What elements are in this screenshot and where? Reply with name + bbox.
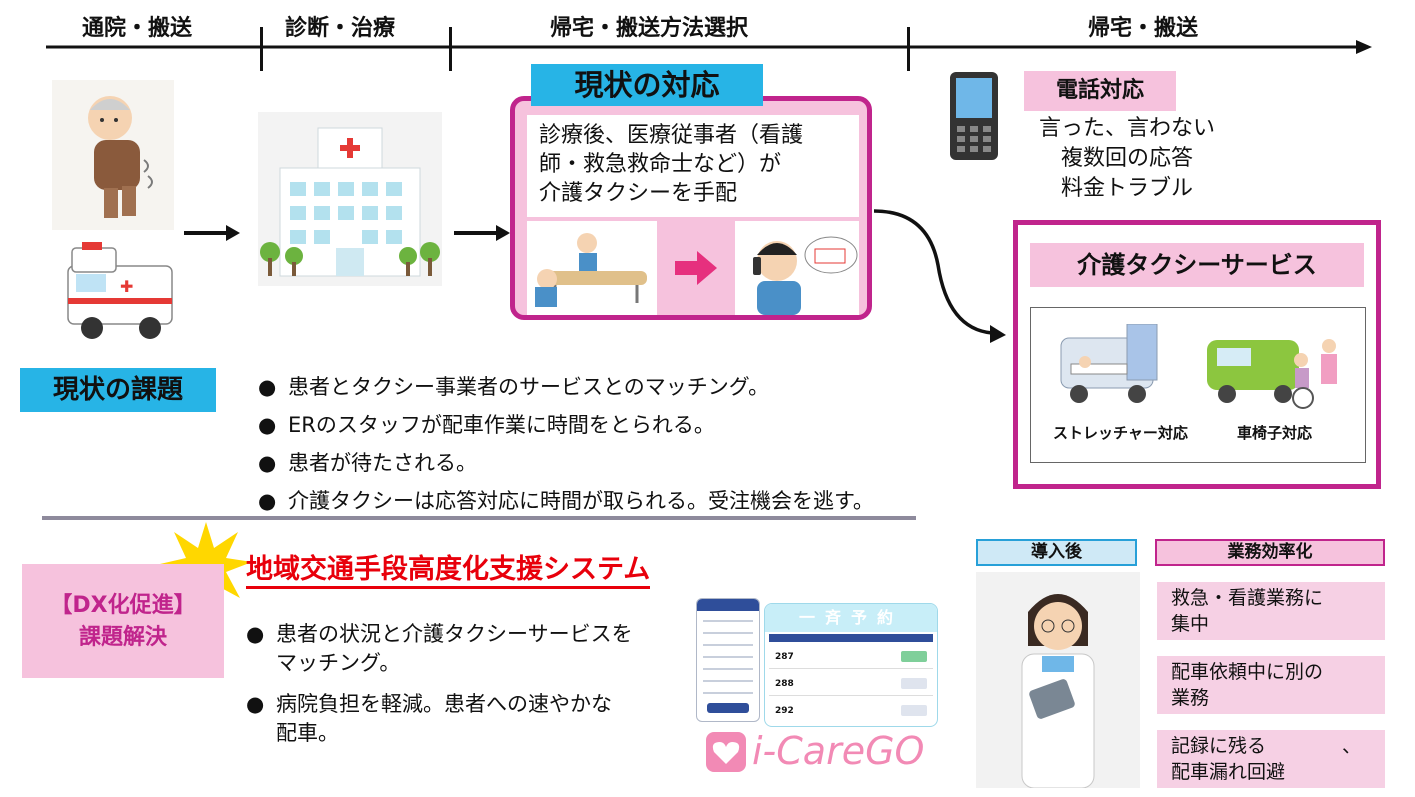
phone-issue-line: 言った、言わない xyxy=(1038,116,1215,141)
curved-flow-arrow xyxy=(873,209,1006,343)
benefit-line: 記録に残る 、 xyxy=(1171,735,1362,757)
care-taxi-service-box: 介護タクシーサービス ストレッチャー対応 車椅子対応 xyxy=(1013,220,1381,489)
current-issues-label: 現状の課題 xyxy=(20,368,216,412)
dx-item-line: 患者の状況と介護タクシーサービスを xyxy=(276,622,633,646)
current-response-line: 診療後、医療従事者（看護 xyxy=(539,123,804,148)
stretcher-transport-illustration xyxy=(527,221,657,315)
carego-heart-logo-icon xyxy=(706,732,746,772)
current-response-text: 診療後、医療従事者（看護 師・救急救命士など）が 介護タクシーを手配 xyxy=(527,115,859,217)
dx-benefit-list: 患者の状況と介護タクシーサービスを マッチング。 病院負担を軽減。患者への速やか… xyxy=(246,620,633,748)
efficiency-label: 業務効率化 xyxy=(1155,539,1385,566)
after-introduction-label: 導入後 xyxy=(976,539,1137,566)
row-id: 287 xyxy=(775,652,794,662)
wheelchair-van-illustration xyxy=(1207,339,1337,409)
dx-item: 病院負担を軽減。患者への速やかな 配車。 xyxy=(246,690,633,748)
flow-arrow xyxy=(184,225,240,241)
benefit-line: 救急・看護業務に xyxy=(1171,587,1324,609)
phase-label: 帰宅・搬送方法選択 xyxy=(550,16,749,41)
timeline-tick xyxy=(260,27,263,71)
flow-arrow xyxy=(454,225,510,241)
svg-text:✚: ✚ xyxy=(120,277,133,296)
phone-response-title: 電話対応 xyxy=(1024,71,1176,111)
phone-response-issues: 言った、言わない 複数回の応答 料金トラブル xyxy=(1020,114,1234,204)
dx-label-line: 【DX化促進】 xyxy=(50,593,196,618)
current-response-title: 現状の対応 xyxy=(531,64,763,106)
efficiency-benefit: 配車依頼中に別の 業務 xyxy=(1157,656,1385,714)
section-divider xyxy=(42,516,916,520)
right-arrow-icon xyxy=(675,251,717,285)
current-response-box: 診療後、医療従事者（看護 師・救急救命士など）が 介護タクシーを手配 xyxy=(510,96,872,320)
issue-item: ERのスタッフが配車作業に時間をとられる。 xyxy=(258,406,874,444)
elderly-patient-illustration xyxy=(52,80,174,230)
reservation-row: 292 xyxy=(769,700,933,722)
phase-label: 帰宅・搬送 xyxy=(1088,16,1199,41)
benefit-line: 集中 xyxy=(1171,613,1210,635)
mobile-phone-icon xyxy=(950,72,998,160)
dx-item-line: 配車。 xyxy=(276,721,339,745)
timeline-tick xyxy=(907,27,910,71)
app-phone-screen xyxy=(696,598,760,722)
phase-label: 通院・搬送 xyxy=(82,16,193,41)
efficiency-benefit: 救急・看護業務に 集中 xyxy=(1157,582,1385,640)
current-issues-list: 患者とタクシー事業者のサービスとのマッチング。 ERのスタッフが配車作業に時間を… xyxy=(258,368,874,520)
benefit-line: 配車漏れ回避 xyxy=(1171,761,1286,783)
issue-item: 患者とタクシー事業者のサービスとのマッチング。 xyxy=(258,368,874,406)
wheelchair-label: 車椅子対応 xyxy=(1237,424,1313,442)
timeline-tick xyxy=(449,27,452,71)
benefit-line: 配車依頼中に別の xyxy=(1171,661,1324,683)
timeline-axis xyxy=(46,40,1372,54)
reservation-row: 287 xyxy=(769,646,933,669)
staff-phone-call-illustration xyxy=(735,221,859,315)
app-form-lines xyxy=(703,620,753,713)
phase-label: 診断・治療 xyxy=(285,16,396,41)
dx-item: 患者の状況と介護タクシーサービスを マッチング。 xyxy=(246,620,633,678)
dx-label-line: 課題解決 xyxy=(78,625,167,650)
nurse-tablet-illustration xyxy=(976,572,1140,788)
dx-item-line: 病院負担を軽減。患者への速やかな xyxy=(276,692,612,716)
ambulance-illustration: ✚ xyxy=(67,242,173,339)
care-taxi-types-panel: ストレッチャー対応 車椅子対応 xyxy=(1030,307,1366,463)
benefit-line: 業務 xyxy=(1171,687,1210,709)
reservation-row: 288 xyxy=(769,673,933,696)
dx-item-line: マッチング。 xyxy=(276,651,401,675)
row-id: 292 xyxy=(775,706,794,716)
efficiency-benefit: 記録に残る 、 配車漏れ回避 xyxy=(1157,730,1385,788)
issue-item: 介護タクシーは応答対応に時間が取られる。受注機会を逃す。 xyxy=(258,482,874,520)
current-response-line: 介護タクシーを手配 xyxy=(539,181,738,206)
app-reservation-screen: 一斉予約 287 288 292 xyxy=(764,603,938,727)
current-response-line: 師・救急救命士など）が xyxy=(539,152,782,177)
phone-issue-line: 複数回の応答 xyxy=(1060,146,1193,171)
dx-label-box: 【DX化促進】 課題解決 xyxy=(22,564,224,678)
stretcher-van-illustration xyxy=(1060,324,1158,403)
care-taxi-service-title: 介護タクシーサービス xyxy=(1030,243,1364,287)
carego-logo-text: i-CareGO xyxy=(752,729,925,773)
screen-header: 一斉予約 xyxy=(765,604,937,632)
row-id: 288 xyxy=(775,679,794,689)
system-title: 地域交通手段高度化支援システム xyxy=(246,554,651,589)
issue-item: 患者が待たされる。 xyxy=(258,444,874,482)
phone-issue-line: 料金トラブル xyxy=(1060,176,1193,201)
hospital-illustration xyxy=(258,112,442,286)
stretcher-label: ストレッチャー対応 xyxy=(1053,424,1188,442)
